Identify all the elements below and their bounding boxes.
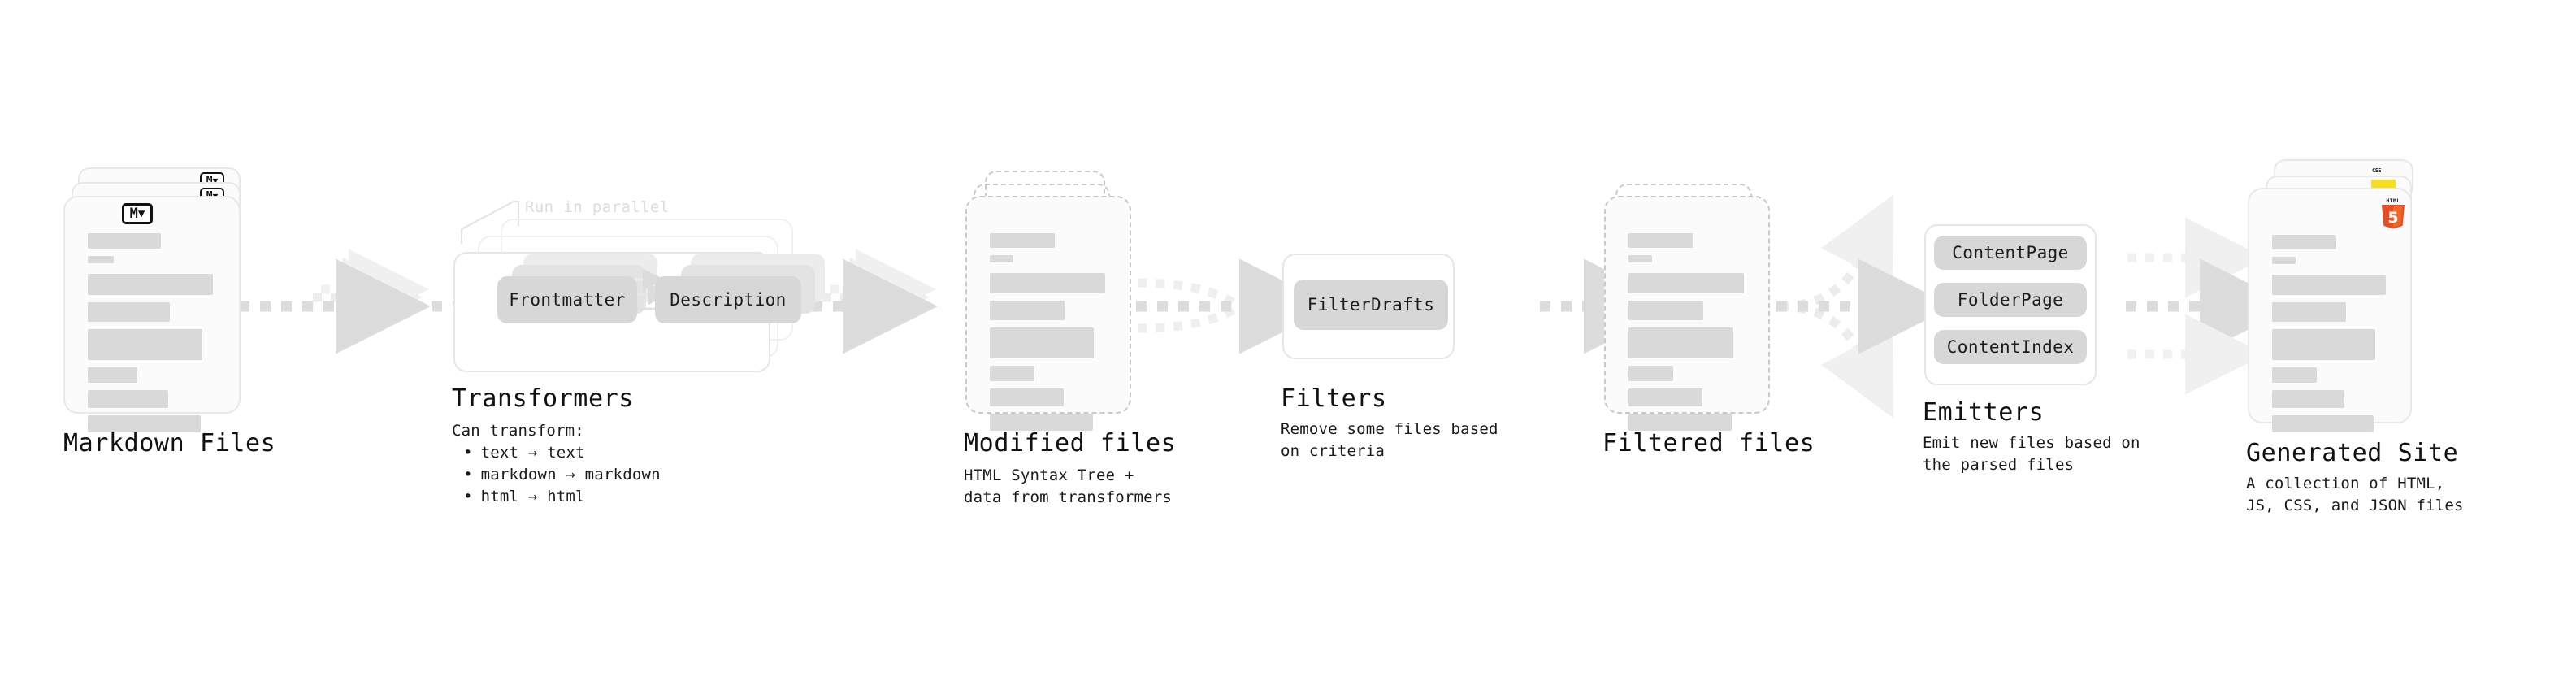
css-icon-label: CSS (2372, 167, 2382, 174)
parallel-bracket-icon (461, 201, 519, 244)
markdown-icon: M▼ (122, 203, 153, 224)
filtered-files-title: Filtered files (1602, 429, 1815, 458)
markdown-files-title: Markdown Files (63, 429, 276, 458)
transformers-bullet-2: html → html (463, 486, 661, 508)
run-in-parallel-label: Run in parallel (525, 198, 670, 216)
transformers-subtitle-heading: Can transform: (452, 422, 584, 440)
transformer-chip-frontmatter[interactable]: Frontmatter (497, 276, 637, 323)
modified-card-lines (990, 233, 1108, 438)
transformer-chip-description[interactable]: Description (655, 276, 801, 323)
modified-files-title: Modified files (964, 429, 1177, 458)
filters-subtitle: Remove some files based on criteria (1281, 420, 1498, 460)
svg-text:5: 5 (2387, 209, 2398, 227)
html5-icon: HTML 5 (2382, 197, 2405, 229)
filter-chip-filterdrafts[interactable]: FilterDrafts (1294, 280, 1448, 330)
emitters-title: Emitters (1923, 398, 2045, 427)
site-card-front (2248, 188, 2412, 432)
emitter-chip-contentindex[interactable]: ContentIndex (1934, 330, 2087, 364)
transformers-title: Transformers (452, 384, 634, 413)
markdown-card-front (63, 196, 241, 432)
filtered-card-front (1604, 196, 1770, 431)
arrow-modified-to-filters (1136, 258, 1334, 354)
svg-text:HTML: HTML (2386, 197, 2400, 204)
generated-site-subtitle: A collection of HTML, JS, CSS, and JSON … (2246, 475, 2464, 514)
emitters-subtitle: Emit new files based on the parsed files (1923, 434, 2140, 474)
site-card-lines (2272, 235, 2389, 440)
transformers-bullets: text → text markdown → markdown html → h… (452, 442, 661, 508)
emitter-chip-contentpage[interactable]: ContentPage (1934, 236, 2087, 270)
modified-files-subtitle: HTML Syntax Tree + data from transformer… (964, 466, 1173, 506)
markdown-card-lines (88, 233, 218, 440)
transformers-bullet-0: text → text (463, 442, 661, 464)
arrow-emitters-to-site (2126, 217, 2295, 395)
generated-site-title: Generated Site (2246, 439, 2459, 467)
emitter-chip-folderpage[interactable]: FolderPage (1934, 283, 2087, 317)
modified-card-front (965, 196, 1131, 431)
transformers-bullet-1: markdown → markdown (463, 464, 661, 486)
arrow-filtered-to-emitters (1776, 194, 1954, 419)
filters-title: Filters (1281, 384, 1387, 413)
filtered-card-lines (1628, 233, 1747, 438)
